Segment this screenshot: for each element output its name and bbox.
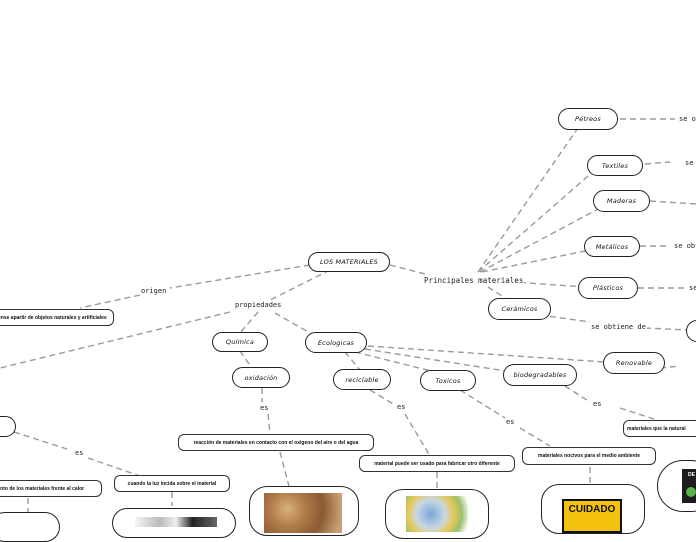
label-se-o: se o — [678, 115, 696, 123]
box-calor-desc[interactable]: iento de los materiales frente al calor — [0, 480, 102, 497]
node-quimica[interactable]: Química — [212, 332, 268, 352]
image-card-light[interactable] — [112, 508, 236, 538]
node-biodegradables[interactable]: biodegradables — [503, 364, 577, 386]
image-card-cuidado[interactable]: CUIDADO — [541, 484, 645, 534]
cuidado-text: CUIDADO — [568, 504, 616, 515]
box-luz-desc[interactable]: cuando la luz incida sobre el material — [114, 475, 230, 492]
node-textiles[interactable]: Textiles — [587, 155, 643, 176]
connector-lines — [0, 118, 696, 512]
light-photo — [135, 517, 217, 527]
node-renovable[interactable]: Renovable — [603, 352, 665, 374]
cuidado-sign: CUIDADO — [562, 499, 622, 533]
label-principales-materiales: Principales materiales — [423, 276, 525, 285]
image-card-recycle[interactable] — [385, 489, 489, 539]
node-reciclable[interactable]: reciclable — [333, 369, 391, 390]
node-toxicos[interactable]: Toxicos — [420, 370, 476, 391]
node-partial-left[interactable] — [0, 416, 16, 437]
label-es-biodegradables: es — [592, 400, 603, 408]
label-es-reciclable: es — [396, 403, 407, 411]
image-card-oxidation[interactable] — [249, 486, 359, 536]
node-petreos[interactable]: Pétreos — [558, 108, 618, 130]
label-se-obtiene-de: se obtiene de — [590, 323, 647, 331]
box-reciclable-desc[interactable]: material puede ser usado para fabricar o… — [359, 455, 515, 472]
box-renovable-desc[interactable]: materiales que la natural — [623, 420, 696, 437]
label-propiedades: propiedades — [234, 301, 283, 309]
node-metalicos[interactable]: Metálicos — [584, 236, 640, 257]
label-es-left: es — [74, 449, 85, 457]
node-los-materiales[interactable]: LOS MATERIALES — [308, 252, 390, 272]
node-ecologicas[interactable]: Ecologicas — [305, 332, 367, 353]
label-origen: origen — [140, 287, 168, 295]
label-se-obt: se obt — [673, 242, 696, 250]
label-se-1: se — [684, 159, 695, 167]
box-origen-desc[interactable]: ense apartir de objetos naturales y arti… — [0, 309, 114, 326]
label-es-toxicos: es — [505, 418, 516, 426]
node-ceramicos[interactable]: Cerámicos — [488, 298, 551, 320]
node-maderas[interactable]: Maderas — [593, 190, 650, 212]
rust-photo — [264, 493, 342, 533]
image-card-partial-left[interactable] — [0, 512, 60, 542]
box-toxicos-desc[interactable]: materiales nocivos para el medio ambient… — [522, 447, 656, 465]
corner-green-mark — [686, 487, 696, 497]
label-es-oxidacion: es — [259, 404, 270, 412]
image-card-corner[interactable]: DE — [657, 460, 696, 512]
recycle-photo — [406, 496, 468, 532]
label-se-2: se — [688, 284, 696, 292]
corner-photo: DE — [682, 469, 696, 503]
box-oxidacion-desc[interactable]: reacción de materiales en contacto con e… — [178, 434, 374, 451]
node-oxidacion[interactable]: oxidación — [232, 367, 290, 388]
node-plasticos[interactable]: Plásticos — [578, 277, 638, 299]
corner-text: DE — [688, 472, 695, 478]
